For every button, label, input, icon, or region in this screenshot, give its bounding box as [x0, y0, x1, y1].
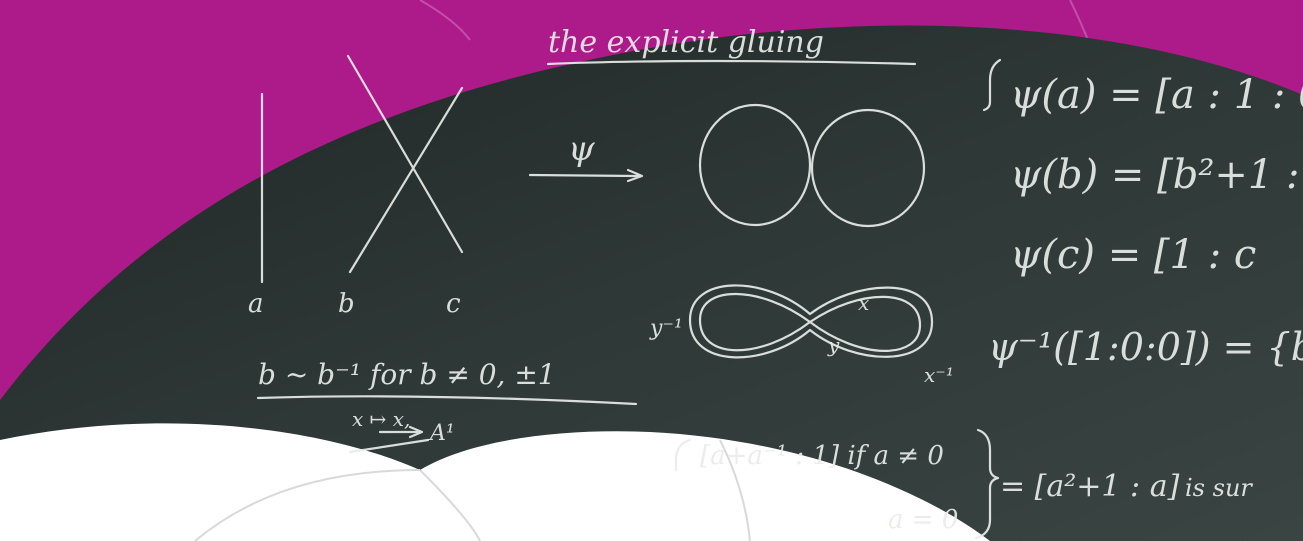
decorative-arc — [194, 469, 421, 541]
chalk-drawings — [256, 54, 1002, 540]
equation-psi-inverse: ψ⁻¹([1:0:0]) = {b = — [988, 325, 1303, 369]
board-heading: the explicit gluing — [548, 25, 824, 60]
chalkboard-photo — [0, 25, 1303, 541]
point-label-a: a — [248, 289, 264, 319]
arrow-target: A¹ — [428, 421, 455, 446]
loop-label-y-inverse: y⁻¹ — [649, 316, 683, 341]
loop-label-y: y — [827, 333, 840, 357]
equation-psi-a: ψ(a) = [a : 1 : 0 — [1010, 72, 1303, 118]
point-label-c: c — [446, 289, 461, 319]
point-label-b: b — [338, 289, 355, 319]
case-top: [a+a⁻¹ : 1] if a ≠ 0 — [700, 441, 944, 471]
decorative-arc — [419, 469, 481, 541]
loop-label-x: x — [858, 291, 869, 315]
map-label: ψ — [568, 129, 595, 169]
decorative-arc — [419, 0, 471, 41]
loop-label-x-inverse: x⁻¹ — [924, 363, 954, 387]
relation-text: b ~ b⁻¹ for b ≠ 0, ±1 — [258, 358, 556, 391]
case-result: = [a²+1 : a] — [1000, 469, 1180, 504]
case-bottom: a = 0 — [888, 505, 958, 535]
white-wedge — [0, 423, 990, 541]
arrow-note: x ↦ x, — [352, 407, 410, 431]
equation-psi-b: ψ(b) = [b²+1 : 0 — [1010, 152, 1303, 198]
equation-psi-c: ψ(c) = [1 : c — [1010, 232, 1256, 278]
decorative-arc — [719, 439, 751, 541]
case-note: is sur — [1185, 474, 1253, 502]
